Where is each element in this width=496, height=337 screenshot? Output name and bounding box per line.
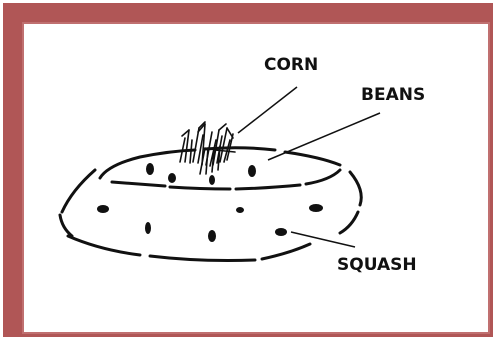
squash-seed xyxy=(275,228,287,236)
corn-label: CORN xyxy=(264,55,318,75)
seed-marks xyxy=(97,163,323,242)
squash-seed xyxy=(309,204,323,212)
squash-seed xyxy=(97,205,109,213)
squash-seed xyxy=(145,222,151,234)
corn-pointer xyxy=(238,87,297,133)
bean-seed xyxy=(168,173,176,183)
label-pointers xyxy=(238,87,380,247)
bean-seed xyxy=(146,163,154,175)
beans-pointer xyxy=(268,113,380,160)
beans-label: BEANS xyxy=(361,85,425,105)
squash-seed xyxy=(236,207,244,213)
bean-seed xyxy=(248,165,256,177)
squash-label: SQUASH xyxy=(337,255,417,275)
bean-seed xyxy=(209,175,215,185)
squash-pointer xyxy=(291,232,355,247)
squash-seed xyxy=(208,230,216,242)
